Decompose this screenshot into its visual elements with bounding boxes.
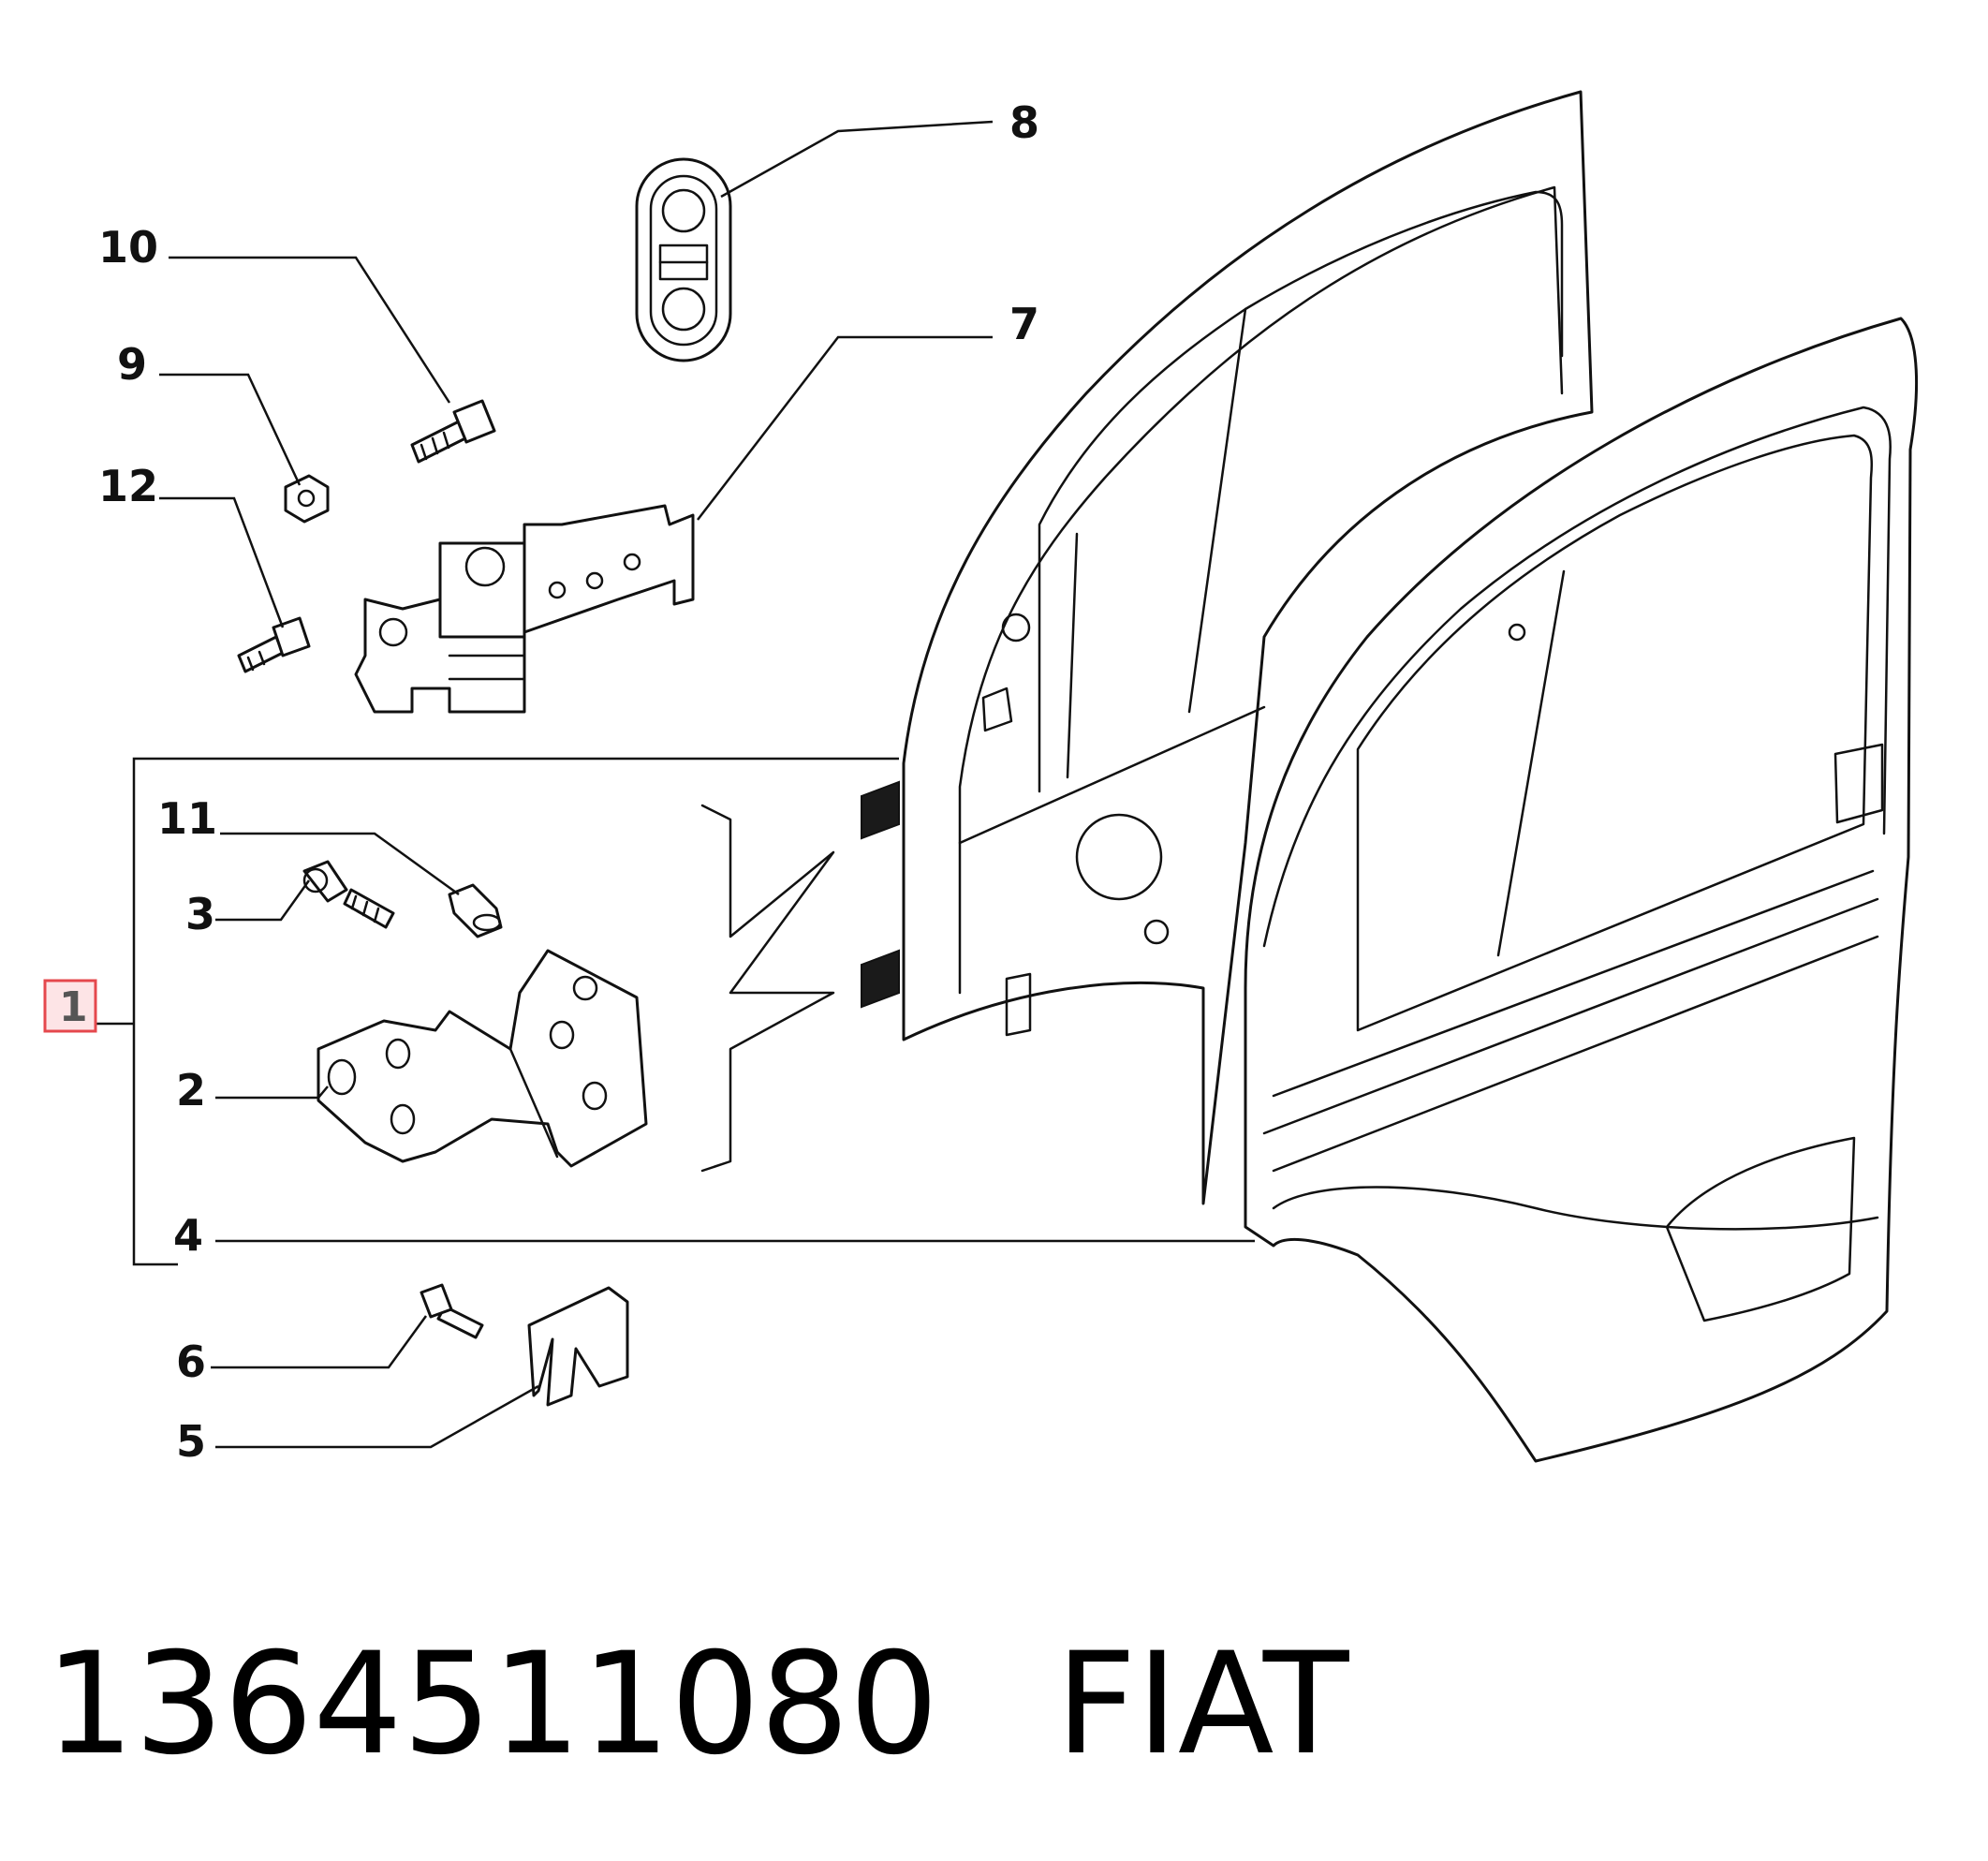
clip-part-5 (527, 1286, 629, 1407)
bushing-part-11 (448, 883, 503, 938)
callout-5: 5 (176, 1416, 206, 1467)
callout-8: 8 (1009, 97, 1039, 148)
part-number: 1364511080 (45, 1623, 939, 1786)
callout-12: 12 (98, 461, 158, 511)
callout-1-highlight-box (43, 979, 97, 1033)
callout-labels: 8 10 7 9 12 11 3 2 4 6 5 1 (43, 97, 1039, 1467)
leader-lines (96, 120, 1255, 1449)
callout-9: 9 (117, 339, 147, 390)
callout-6: 6 (176, 1337, 206, 1387)
callout-4: 4 (173, 1210, 203, 1261)
screw-part-6 (420, 1283, 484, 1339)
nut-part-9 (284, 474, 330, 524)
bolt-part-3 (302, 860, 395, 929)
bolt-part-10 (410, 399, 496, 464)
grommet-part-8 (635, 157, 732, 362)
callout-2: 2 (176, 1065, 206, 1115)
front-door-panel-rear (861, 90, 1594, 1205)
callout-7: 7 (1009, 299, 1039, 349)
door-check-part-7 (354, 504, 695, 714)
callout-10: 10 (98, 222, 158, 273)
hinge-part-2 (317, 949, 648, 1168)
brand-name: FIAT (1055, 1623, 1349, 1786)
break-line (700, 804, 835, 1173)
front-door-panel (1244, 317, 1919, 1463)
caption: 1364511080 FIAT (45, 1625, 1348, 1784)
callout-11: 11 (157, 793, 217, 844)
callout-3: 3 (185, 889, 215, 939)
bolt-part-12 (237, 616, 311, 673)
callout-1: 1 (59, 983, 88, 1031)
